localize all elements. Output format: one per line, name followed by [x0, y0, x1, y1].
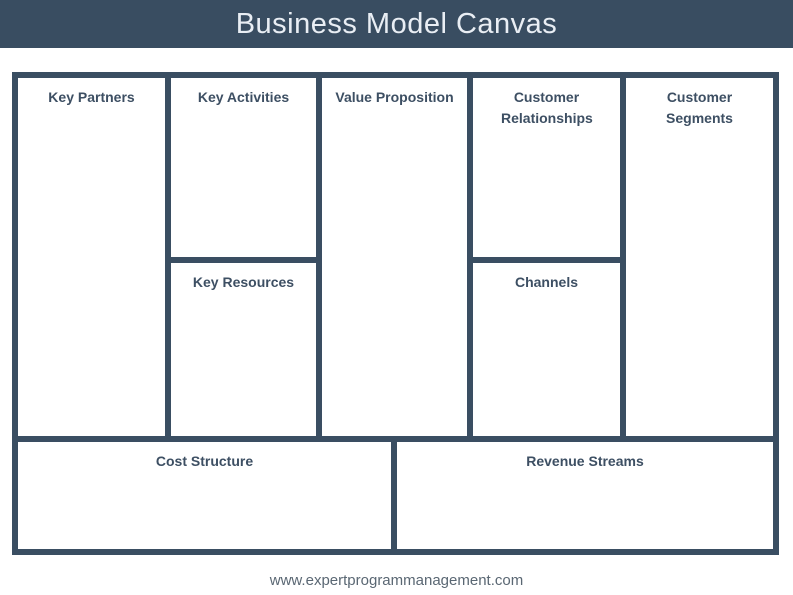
header-bar: Business Model Canvas [0, 0, 793, 48]
panel-revenue-streams: Revenue Streams [391, 436, 779, 555]
panel-customer-relationships: Customer Relationships [467, 72, 626, 263]
panel-customer-relationships-label: Customer Relationships [501, 89, 593, 126]
panel-key-resources-label: Key Resources [192, 274, 295, 290]
panel-channels-label: Channels [514, 274, 578, 290]
panel-value-proposition-label: Value Proposition [335, 89, 454, 105]
panel-channels: Channels [467, 257, 626, 442]
panel-cost-structure: Cost Structure [12, 436, 397, 555]
page-title: Business Model Canvas [235, 8, 558, 40]
footer: www.expertprogrammanagement.com [0, 572, 793, 590]
panel-cost-structure-label: Cost Structure [155, 453, 254, 469]
panel-key-activities: Key Activities [165, 72, 322, 263]
footer-url: www.expertprogrammanagement.com [269, 572, 524, 589]
panel-key-partners-label: Key Partners [48, 89, 135, 105]
panel-customer-segments: Customer Segments [620, 72, 779, 442]
panel-value-proposition: Value Proposition [316, 72, 473, 442]
panel-key-resources: Key Resources [165, 257, 322, 442]
panel-key-activities-label: Key Activities [197, 89, 290, 105]
panel-revenue-streams-label: Revenue Streams [526, 453, 644, 469]
panel-key-partners: Key Partners [12, 72, 171, 442]
panel-customer-segments-label: Customer Segments [666, 89, 733, 126]
